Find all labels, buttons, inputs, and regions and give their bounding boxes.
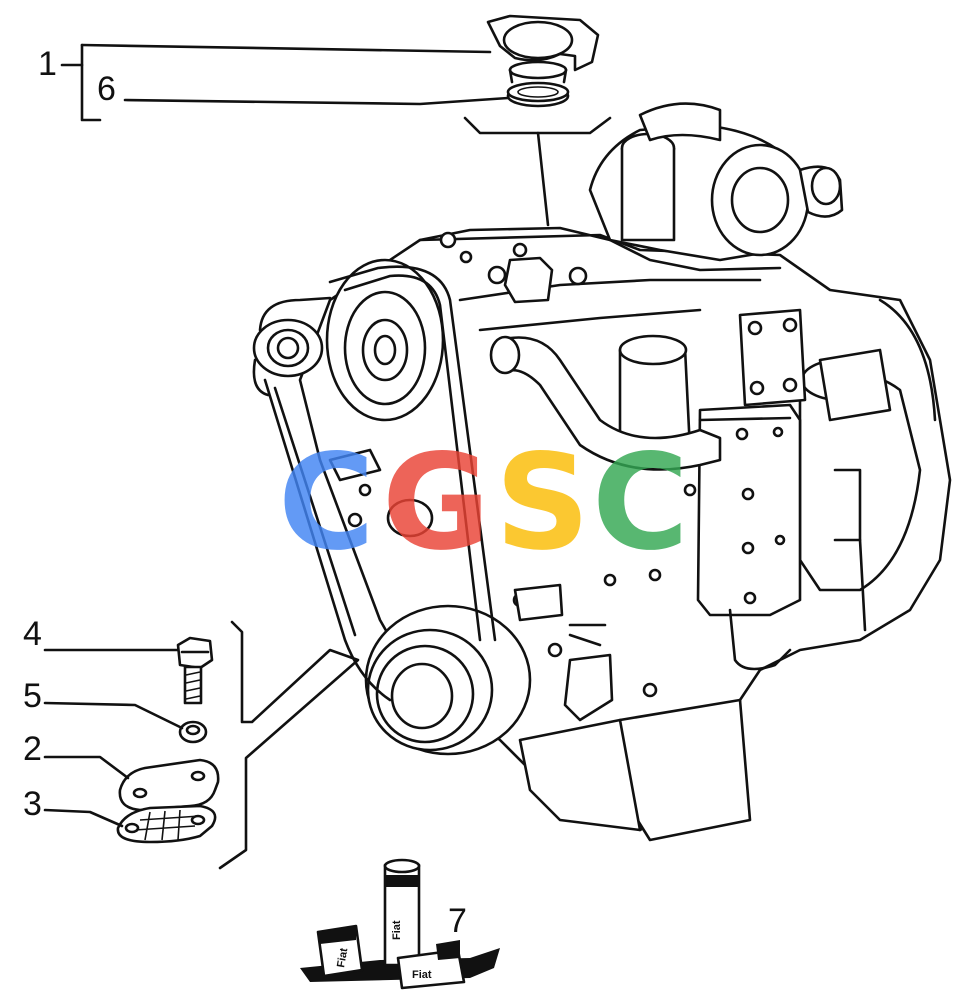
bolt-part-4 [176,636,214,705]
watermark-letter-c2: C [592,426,689,580]
seal-ring-part-6 [506,81,570,108]
callout-1-group [60,43,510,122]
leader-3 [43,808,124,828]
watermark-letter-c1: C [278,426,375,580]
callout-label-4: 4 [23,615,42,653]
cgsc-watermark: C G S C [278,426,689,580]
tube-label: Fiat [391,920,403,940]
cap-locator-bracket [463,116,612,135]
radiator-cap-part-1 [486,14,600,84]
box-left-label: Fiat [335,947,350,969]
cap-locator-line [536,131,550,227]
callout-label-2: 2 [23,730,42,768]
watermark-letter-s: S [495,426,590,580]
kit-locator-bracket [218,620,360,870]
leader-5 [43,701,184,730]
watermark-letter-g: G [382,426,490,580]
callout-label-7: 7 [448,902,467,940]
cover-plate-part-2 [118,758,220,812]
callout-label-1: 1 [38,45,57,83]
leader-2 [43,755,130,780]
callout-label-5: 5 [23,677,42,715]
callout-label-6: 6 [97,70,116,108]
gasket-part-3 [116,804,217,844]
sealant-package-part-7: Fiat Fiat Fiat [300,858,500,990]
washer-part-5 [178,720,208,744]
callout-label-3: 3 [23,785,42,823]
pulley-assembly [252,258,532,756]
box-right-label: Fiat [412,969,432,981]
